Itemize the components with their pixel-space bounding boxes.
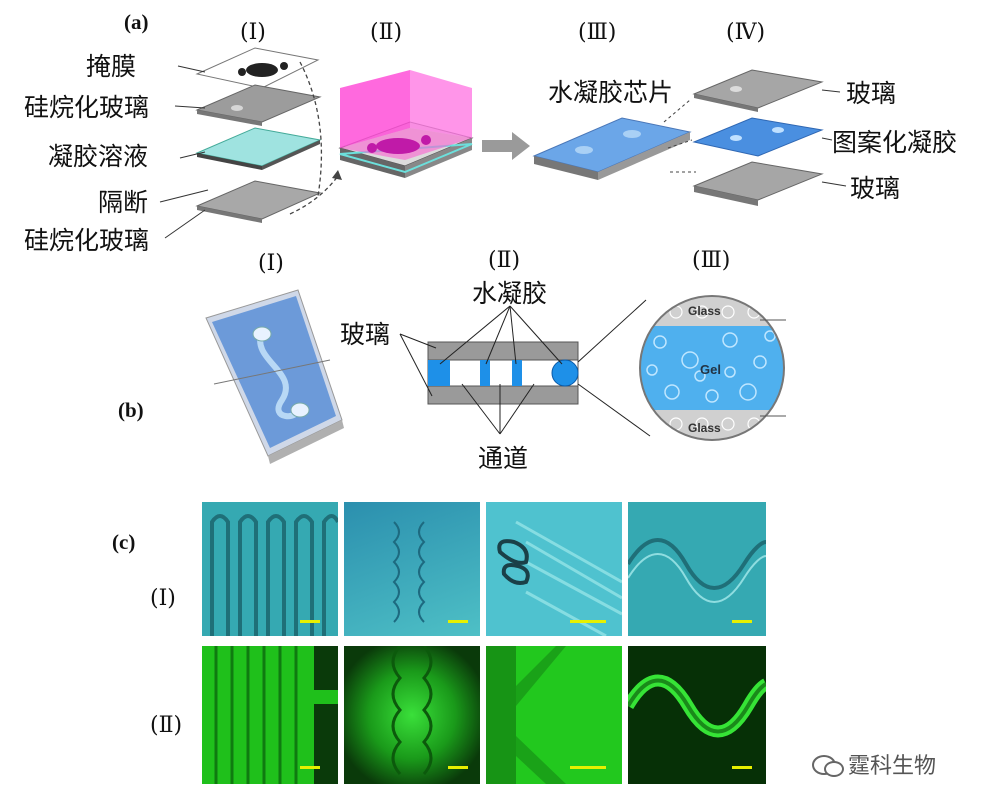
image-tile-2-1 [202,646,338,784]
panel-b-step-3: (Ⅲ) [692,248,731,273]
panel-a-step-3: (Ⅲ) [578,20,617,45]
scale-bar [448,620,468,623]
wechat-icon [812,753,844,777]
image-tile-2-2 [344,646,480,784]
panel-c-row-1: (Ⅰ) [150,586,176,611]
scale-bar [570,766,606,769]
label-silanized-glass-bottom: 硅烷化玻璃 [24,226,150,255]
label-patterned-gel: 图案化凝胶 [832,128,958,157]
label-channel: 通道 [478,444,529,473]
scale-bar [732,620,752,623]
zoom-glass-bottom: Glass [688,421,721,435]
cross-section [427,341,579,405]
image-tile-1-4 [628,502,766,636]
watermark: 霆科生物 [812,748,936,780]
image-tile-1-2 [344,502,480,636]
panel-a-step-1: (Ⅰ) [240,20,266,45]
hydrogel-chip [532,117,692,180]
scale-bar [570,620,606,623]
label-glass-b: 玻璃 [340,320,391,349]
uv-exposure-stack [338,70,474,178]
watermark-text: 霆科生物 [848,754,937,779]
zoom-glass-top: Glass [688,304,721,318]
panel-c-letter: (c) [112,530,136,554]
exploded-glass-top [692,69,824,112]
image-tile-1-3 [486,502,622,636]
image-tile-2-3 [486,646,622,784]
label-gel-solution: 凝胶溶液 [48,142,149,171]
gel-solution-layer [195,127,322,170]
scale-bar [300,620,320,623]
exploded-glass-bottom [692,161,824,206]
mask-layer [195,47,320,89]
silanized-glass-bottom-layer [195,180,322,223]
panel-a-step-2: (Ⅱ) [370,20,403,45]
panel-b-letter: (b) [118,398,144,422]
process-arrow [482,132,530,160]
label-spacer: 隔断 [98,188,149,217]
exploded-patterned-gel [692,117,824,157]
panel-b-step-1: (Ⅰ) [258,251,284,276]
label-mask: 掩膜 [86,52,137,81]
label-glass-top-right: 玻璃 [846,79,897,108]
label-glass-bottom-right: 玻璃 [850,174,901,203]
label-silanized-glass-top: 硅烷化玻璃 [24,93,150,122]
panel-a-step-4: (Ⅳ) [726,20,766,45]
zoom-gel: Gel [700,362,721,377]
image-tile-1-1 [202,502,338,636]
chip-3d [205,289,344,464]
panel-b-step-2: (Ⅱ) [488,248,521,273]
panel-a-letter: (a) [124,10,149,34]
label-hydrogel: 水凝胶 [472,279,548,308]
label-hydrogel-chip: 水凝胶芯片 [548,78,674,107]
scale-bar [448,766,468,769]
image-tile-2-4 [628,646,766,784]
scale-bar [300,766,320,769]
panel-c-row-2: (Ⅱ) [150,713,183,738]
scale-bar [732,766,752,769]
silanized-glass-top-layer [195,84,322,126]
